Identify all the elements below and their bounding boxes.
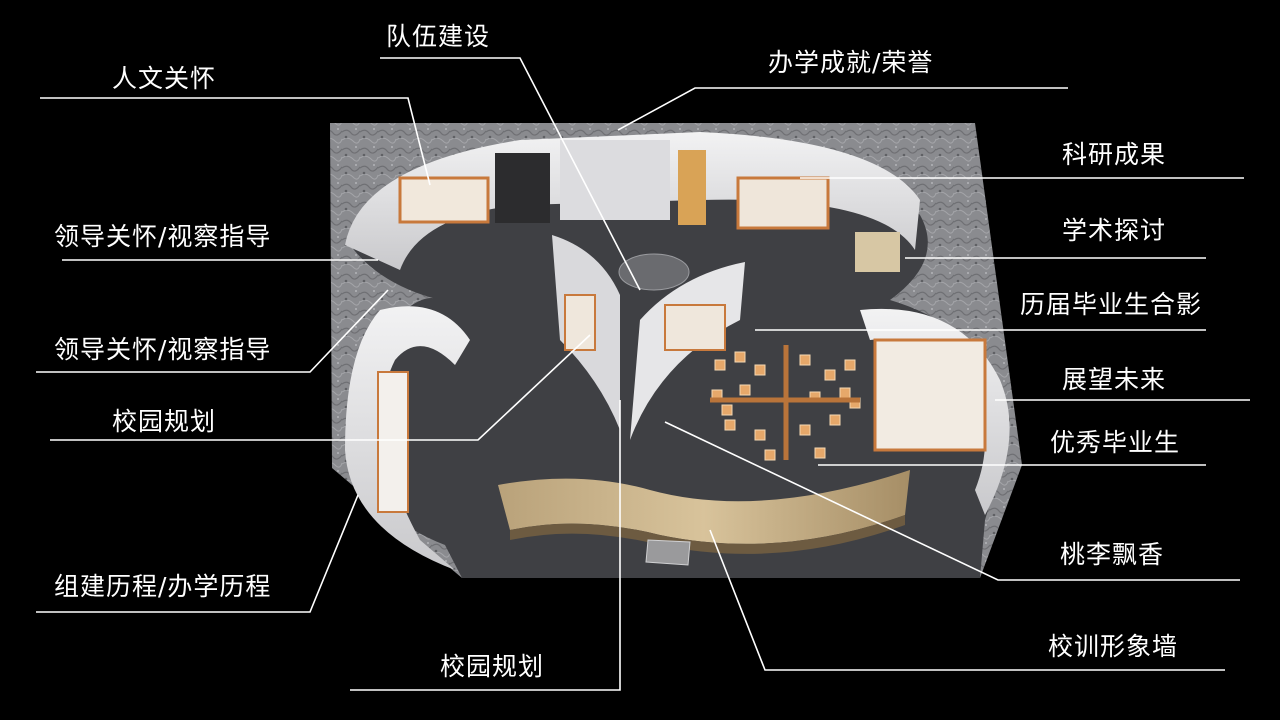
label-renwen-guanhuai: 人文关怀 — [112, 64, 217, 93]
label-xiaoxun-xingxiang: 校训形象墙 — [1048, 632, 1179, 661]
label-taoli-piaoxiang: 桃李飘香 — [1060, 540, 1165, 569]
label-youxiu-biyesheng: 优秀毕业生 — [1050, 428, 1181, 457]
book-sculpture — [645, 539, 691, 566]
motto-mural-wall — [498, 470, 910, 544]
left-wall-panels — [377, 294, 726, 513]
label-xueshu-tantao: 学术探讨 — [1062, 216, 1167, 245]
right-wall-panel — [873, 338, 987, 452]
leader-lines — [36, 57, 1250, 691]
motto-mural-base — [510, 515, 905, 554]
label-zujian-licheng: 组建历程/办学历程 — [54, 572, 272, 601]
label-lingdao-guanhuai-1: 领导关怀/视察指导 — [54, 222, 272, 251]
label-lijie-biyesheng: 历届毕业生合影 — [1020, 290, 1203, 319]
label-duiwu-jianshe: 队伍建设 — [386, 22, 491, 51]
label-banxue-chengjiu: 办学成就/荣誉 — [768, 48, 934, 77]
label-keyan-chengguo: 科研成果 — [1062, 140, 1167, 169]
label-xiaoyuan-guihua-2: 校园规划 — [440, 652, 545, 681]
label-xiaoyuan-guihua-1: 校园规划 — [112, 407, 217, 436]
left-wall — [345, 306, 470, 570]
upper-wall-panels — [398, 140, 900, 272]
center-pedestal — [618, 253, 690, 291]
label-zhanwang-weilai: 展望未来 — [1062, 365, 1167, 394]
label-lingdao-guanhuai-2: 领导关怀/视察指导 — [54, 335, 272, 364]
